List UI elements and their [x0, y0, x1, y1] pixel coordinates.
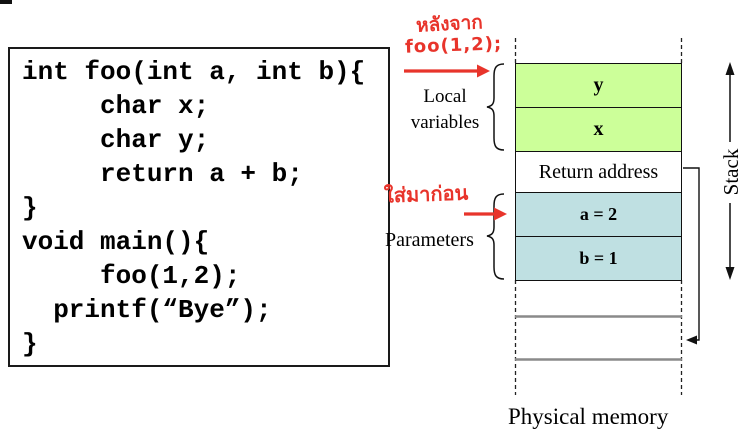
code-line: foo(1,2); [22, 261, 241, 291]
stack-cell-local-x: x [515, 107, 682, 152]
parameters-brace [486, 193, 505, 280]
return-address-pointer-arrow [683, 167, 700, 345]
code-line: } [22, 329, 38, 359]
local-variables-brace [486, 63, 505, 151]
parameters-label: Parameters [385, 229, 474, 251]
stack-cell-local-y: y [515, 63, 682, 108]
handwritten-inserted-first-note: ใส่มาก่อน [383, 180, 469, 208]
code-line: char x; [22, 91, 210, 121]
code-line: void main(){ [22, 227, 210, 257]
corner-artifact-mark [0, 0, 12, 4]
unused-memory-cell-lines [515, 315, 682, 361]
code-line: } [22, 193, 38, 223]
code-line: printf(“Bye”); [22, 295, 272, 325]
inserted-first-arrow [464, 207, 507, 221]
local-variables-label: Local variables [404, 84, 486, 136]
stack-label: Stack [718, 148, 743, 196]
cell-label: Return address [538, 160, 659, 183]
cell-label: x [593, 118, 604, 140]
stack-cell-parameter-a: a = 2 [515, 192, 682, 237]
after-call-arrow [404, 64, 490, 78]
code-line: return a + b; [22, 159, 303, 189]
cell-label: a = 2 [579, 204, 618, 224]
code-line: int foo(int a, int b){ [22, 57, 366, 87]
code-line: char y; [22, 125, 210, 155]
stack-cell-return-address: Return address [515, 151, 682, 193]
code-panel: int foo(int a, int b){ char x; char y; r… [8, 47, 390, 367]
stack-cell-parameter-b: b = 1 [515, 236, 682, 281]
cell-label: b = 1 [579, 248, 618, 268]
cell-label: y [593, 74, 604, 96]
local-variables-label-line2: variables [410, 112, 480, 133]
physical-memory-label: Physical memory [508, 404, 669, 429]
handwritten-after-call-note-line2: foo(1,2); [404, 33, 503, 58]
local-variables-label-line1: Local [423, 86, 467, 107]
